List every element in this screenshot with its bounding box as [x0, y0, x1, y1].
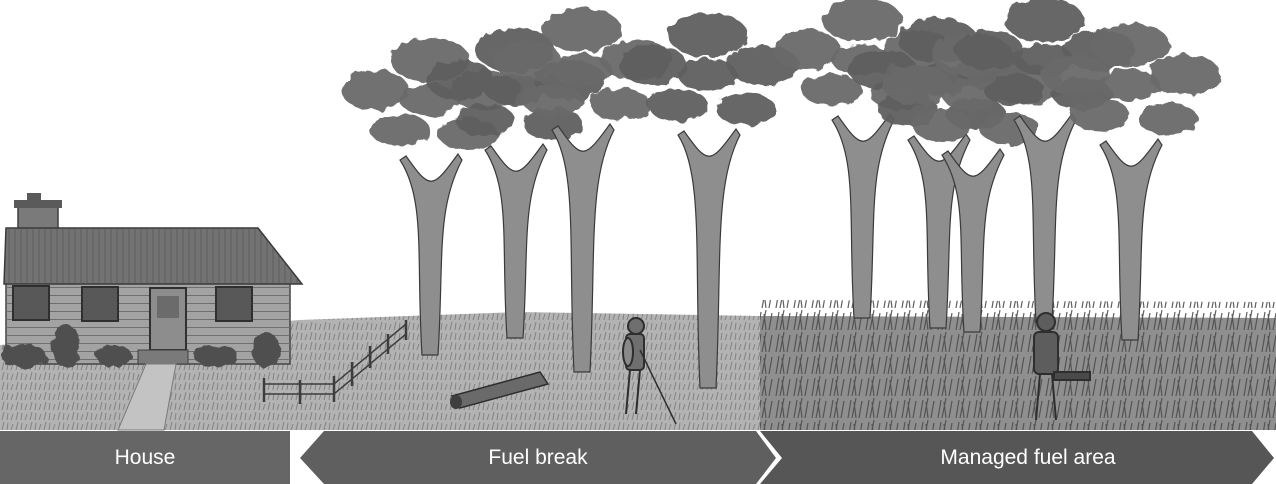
house-window	[216, 287, 252, 321]
zone-label-managed-fuel-area: Managed fuel area	[782, 431, 1274, 484]
house-window	[13, 286, 49, 320]
house-window	[82, 287, 118, 321]
zone-label-fuel-break: Fuel break	[300, 431, 776, 484]
zone-label-house: House	[0, 431, 290, 484]
front-step	[138, 350, 188, 364]
tree-managed-area	[1041, 23, 1221, 340]
